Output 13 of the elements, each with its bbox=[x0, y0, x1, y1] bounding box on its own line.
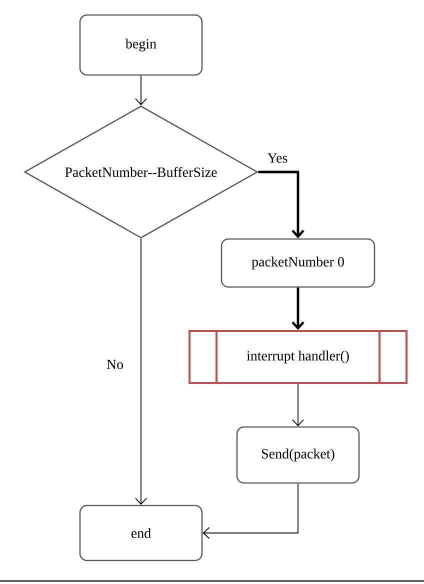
edge-label: No bbox=[106, 360, 124, 370]
subroutine-box: interrupt handler() bbox=[188, 330, 408, 384]
process-box: Send(packet) bbox=[236, 426, 360, 484]
arrow bbox=[292, 384, 304, 426]
arrow bbox=[258, 170, 304, 238]
process-box: begin bbox=[79, 14, 203, 76]
edge-label: Yes bbox=[267, 153, 288, 163]
arrow bbox=[135, 75, 147, 106]
arrow bbox=[135, 238, 147, 505]
arrow bbox=[202, 483, 298, 539]
process-box: end bbox=[79, 504, 203, 562]
process-box: packetNumber 0 bbox=[220, 238, 376, 288]
arrow bbox=[292, 288, 304, 330]
